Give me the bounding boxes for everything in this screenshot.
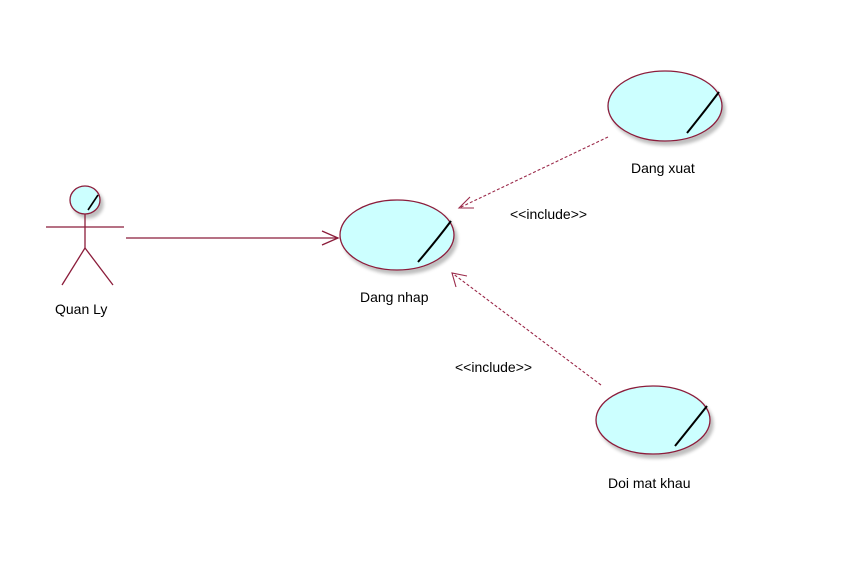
actor-head-mark-icon xyxy=(87,194,99,211)
usecase-dang-xuat[interactable] xyxy=(607,70,723,142)
include-label-password: <<include>> xyxy=(455,359,533,375)
usecase-doi-mat-khau[interactable] xyxy=(595,385,711,455)
usecase-mark-icon xyxy=(686,91,720,134)
association-arrow[interactable] xyxy=(126,230,340,246)
actor-left-leg xyxy=(61,247,86,286)
actor-right-leg xyxy=(84,247,114,286)
usecase-dang-nhap[interactable] xyxy=(339,199,455,271)
include-dependency-logout[interactable] xyxy=(457,136,609,209)
actor-label: Quan Ly xyxy=(55,301,108,317)
include-dependency-password[interactable] xyxy=(451,272,602,386)
usecase-mark-icon xyxy=(674,405,708,447)
usecase-label-dang-xuat: Dang xuat xyxy=(631,160,695,176)
usecase-label-doi-mat-khau: Doi mat khau xyxy=(608,475,691,491)
usecase-label-dang-nhap: Dang nhap xyxy=(360,289,429,305)
usecase-mark-icon xyxy=(417,220,452,263)
include-label-logout: <<include>> xyxy=(510,206,588,222)
actor-quan-ly[interactable] xyxy=(46,185,124,286)
